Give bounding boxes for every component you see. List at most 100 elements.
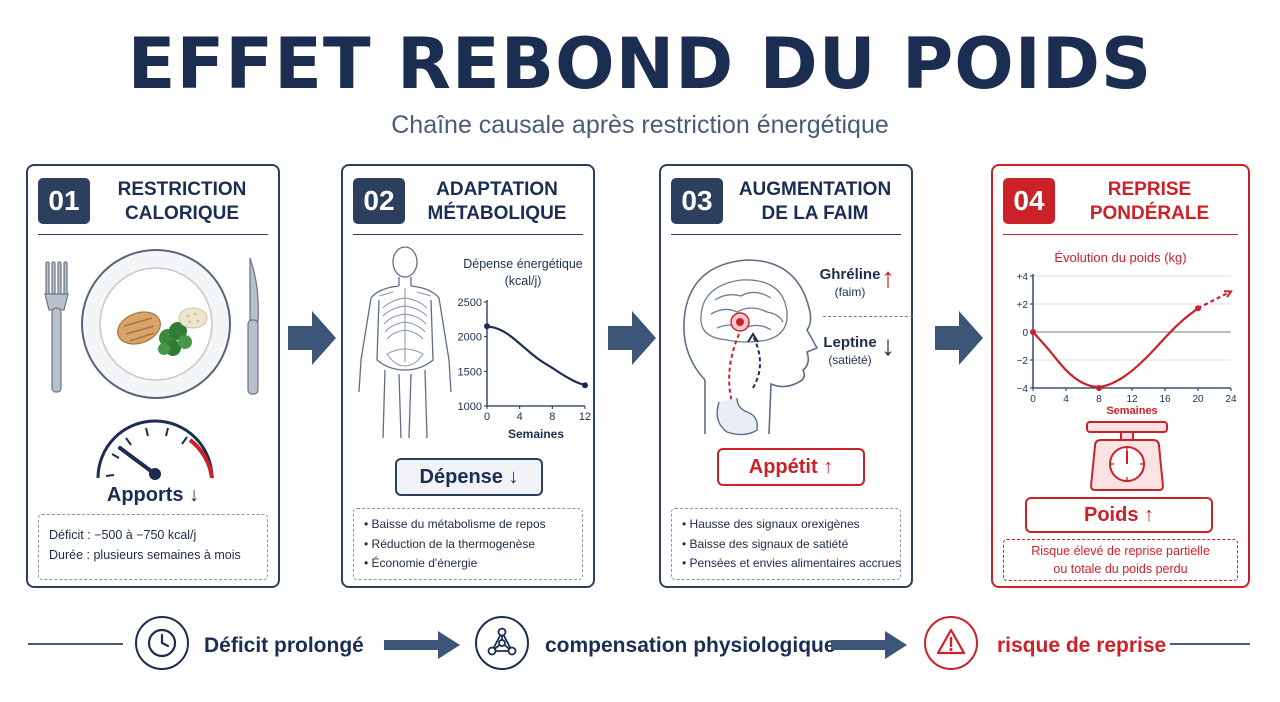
note-item: • Baisse des signaux de satiété bbox=[682, 536, 849, 551]
panel-divider bbox=[1003, 234, 1238, 235]
panel-divider bbox=[38, 234, 268, 235]
network-icon bbox=[475, 616, 529, 670]
y-tick-label: −4 bbox=[1017, 384, 1029, 395]
x-tick-label: 16 bbox=[1159, 394, 1171, 405]
bottom-arrow-icon bbox=[384, 631, 460, 659]
x-tick-label: 4 bbox=[517, 411, 523, 423]
panel-title: AUGMENTATION DE LA FAIM bbox=[738, 179, 892, 224]
head-brain-icon bbox=[683, 259, 819, 436]
scale-icon bbox=[1086, 421, 1168, 491]
x-tick-label: 4 bbox=[1063, 394, 1069, 405]
leptin-label: Leptine (satiété) bbox=[823, 334, 877, 367]
note-item: • Pensées et envies alimentaires accrues bbox=[682, 556, 901, 570]
knife-icon bbox=[247, 257, 259, 395]
x-tick-label: 24 bbox=[1225, 394, 1237, 405]
gauge-label: Apports ↓ bbox=[106, 484, 200, 506]
y-tick-label: 2000 bbox=[458, 332, 482, 344]
panel-divider bbox=[671, 234, 901, 235]
x-tick-label: 12 bbox=[579, 411, 591, 423]
y-tick-label: 2500 bbox=[458, 297, 482, 309]
arrow-down-icon: ↓ bbox=[508, 466, 519, 488]
arrow-up-icon: ↑ bbox=[1144, 504, 1154, 526]
hormone-divider bbox=[823, 316, 913, 317]
series-line bbox=[486, 325, 586, 387]
panel-notes: Risque élevé de reprise partielle ou tot… bbox=[1003, 539, 1238, 581]
chart-title: Dépense énergétique (kcal/j) bbox=[463, 257, 583, 288]
x-axis-label: Semaines bbox=[1106, 405, 1157, 417]
x-tick-label: 20 bbox=[1192, 394, 1204, 405]
plate-illustration bbox=[44, 249, 259, 399]
arrow-up-icon: ↑ bbox=[823, 456, 834, 478]
rice-icon bbox=[178, 307, 208, 329]
trend-arrowhead bbox=[1223, 290, 1233, 298]
depense-indicator: Dépense ↓ bbox=[395, 458, 543, 496]
series-line bbox=[1197, 290, 1232, 310]
flow-arrow-icon bbox=[608, 311, 656, 365]
step-number: 02 bbox=[353, 178, 405, 224]
note-item: • Hausse des signaux orexigènes bbox=[682, 517, 860, 531]
bottom-line-left bbox=[28, 643, 123, 645]
panel-title: ADAPTATION MÉTABOLIQUE bbox=[427, 179, 567, 224]
arrow-down-icon: ↓ bbox=[189, 484, 200, 506]
x-tick-label: 0 bbox=[484, 411, 490, 423]
step-number: 04 bbox=[1003, 178, 1055, 224]
chicken-icon bbox=[117, 311, 161, 345]
note-item: • Baisse du métabolisme de repos bbox=[364, 517, 546, 531]
x-axis-label: Semaines bbox=[508, 427, 564, 441]
x-tick-label: 8 bbox=[549, 411, 555, 423]
broccoli-icon bbox=[158, 322, 192, 356]
poids-indicator: Poids ↑ bbox=[1025, 497, 1213, 533]
x-tick-label: 8 bbox=[1096, 394, 1102, 405]
appetit-indicator: Appétit ↑ bbox=[717, 448, 865, 486]
step-number: 01 bbox=[38, 178, 90, 224]
y-tick-label: 0 bbox=[1022, 328, 1028, 339]
page-title: EFFET REBOND DU POIDS bbox=[127, 23, 1153, 105]
y-tick-label: 1000 bbox=[458, 401, 482, 413]
warning-icon bbox=[924, 616, 978, 670]
y-tick-label: +2 bbox=[1017, 300, 1029, 311]
ghrelin-label: Ghréline (faim) bbox=[819, 266, 881, 299]
panel-title: RESTRICTION CALORIQUE bbox=[117, 179, 247, 224]
page-subtitle: Chaîne causale après restriction énergét… bbox=[391, 111, 889, 139]
data-point bbox=[1096, 385, 1102, 391]
gauge-icon bbox=[96, 419, 214, 480]
flow-arrow-icon bbox=[288, 311, 336, 365]
panel-regain: 04 REPRISE PONDÉRALE Évolution du poids … bbox=[991, 164, 1250, 588]
bottom-step-compensation: compensation physiologique bbox=[545, 634, 836, 657]
fork-icon bbox=[44, 261, 69, 393]
series-line bbox=[1032, 307, 1199, 388]
panel-divider bbox=[353, 234, 583, 235]
panel-notes: Déficit : −500 à −750 kcal/j Durée : plu… bbox=[38, 514, 268, 580]
flow-arrow-icon bbox=[935, 311, 983, 365]
note-item: • Réduction de la thermogenèse bbox=[364, 536, 535, 551]
note-item: • Économie d'énergie bbox=[364, 556, 478, 570]
y-tick-label: +4 bbox=[1017, 272, 1029, 283]
data-point bbox=[582, 382, 588, 389]
bottom-step-risk: risque de reprise bbox=[997, 634, 1167, 657]
x-tick-label: 12 bbox=[1126, 394, 1138, 405]
data-point bbox=[484, 323, 490, 330]
x-tick-label: 0 bbox=[1030, 394, 1036, 405]
chart-title: Évolution du poids (kg) bbox=[1054, 250, 1187, 265]
bottom-line-right bbox=[1170, 643, 1250, 645]
clock-icon bbox=[135, 616, 189, 670]
bottom-step-deficit: Déficit prolongé bbox=[204, 634, 364, 657]
panel-hunger: 03 AUGMENTATION DE LA FAIM Ghréline (fai… bbox=[659, 164, 913, 588]
y-tick-label: 1500 bbox=[458, 366, 482, 378]
arrow-up-icon: ↑ bbox=[881, 262, 895, 293]
note-duration: Durée : plusieurs semaines à mois bbox=[49, 548, 241, 562]
panel-adaptation: 02 ADAPTATION MÉTABOLIQUE Dépense énergé… bbox=[341, 164, 595, 588]
step-number: 03 bbox=[671, 178, 723, 224]
y-tick-label: −2 bbox=[1017, 356, 1029, 367]
bottom-arrow-icon bbox=[831, 631, 907, 659]
panel-notes: • Hausse des signaux orexigènes • Baisse… bbox=[671, 508, 901, 580]
arrow-down-icon: ↓ bbox=[881, 330, 895, 361]
data-point bbox=[1030, 329, 1036, 335]
panel-title: REPRISE PONDÉRALE bbox=[1089, 179, 1210, 224]
note-deficit: Déficit : −500 à −750 kcal/j bbox=[49, 528, 197, 542]
panel-notes: • Baisse du métabolisme de repos • Réduc… bbox=[353, 508, 583, 580]
body-skeleton-icon bbox=[358, 246, 452, 439]
panel-restriction: 01 RESTRICTION CALORIQUE bbox=[26, 164, 280, 588]
